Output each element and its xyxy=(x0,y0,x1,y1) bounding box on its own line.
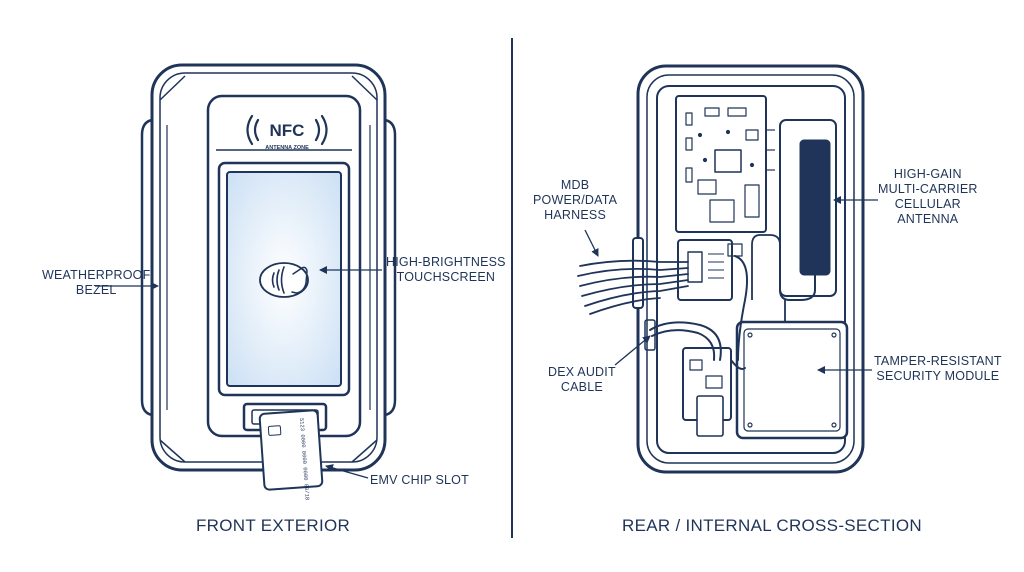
wire-harness-icon xyxy=(577,255,748,370)
circuit-board-icon xyxy=(675,95,775,437)
security-module-icon xyxy=(735,300,849,440)
dex-label-line-2: CABLE xyxy=(560,380,603,394)
dex-cable-label: DEX AUDIT CABLE xyxy=(548,365,616,395)
rear-leader-lines xyxy=(584,196,878,374)
mdb-harness-label: MDB POWER/DATA HARNESS xyxy=(533,178,617,223)
security-module-label: TAMPER-RESISTANT SECURITY MODULE xyxy=(874,354,1002,384)
emv-slot-label-line-1: EMV CHIP SLOT xyxy=(370,473,469,487)
antenna-label: HIGH-GAIN MULTI-CARRIER CELLULAR ANTENNA xyxy=(878,167,978,227)
antenna-label-line-3: CELLULAR xyxy=(894,197,961,211)
touchscreen-label-line-1: HIGH-BRIGHTNESS xyxy=(386,255,506,269)
security-label-line-1: TAMPER-RESISTANT xyxy=(874,354,1002,368)
antenna-icon xyxy=(751,119,837,301)
bezel-label-line-1: WEATHERPROOF xyxy=(42,268,151,282)
front-caption: FRONT EXTERIOR xyxy=(196,516,351,535)
bezel-label-line-2: BEZEL xyxy=(75,283,117,297)
nfc-logo-icon xyxy=(246,114,328,146)
touchscreen-label: HIGH-BRIGHTNESS TOUCHSCREEN xyxy=(386,255,506,285)
rear-caption: REAR / INTERNAL CROSS-SECTION xyxy=(622,516,922,535)
emv-slot-label: EMV CHIP SLOT xyxy=(370,473,469,488)
contactless-payment-icon xyxy=(259,262,309,298)
touchscreen-label-line-2: TOUCHSCREEN xyxy=(396,270,496,284)
mdb-label-line-3: HARNESS xyxy=(544,208,607,222)
nfc-antenna-zone-label: ANTENNA ZONE xyxy=(265,145,309,151)
antenna-label-line-4: ANTENNA xyxy=(897,212,959,226)
security-label-line-2: SECURITY MODULE xyxy=(876,369,1000,383)
mdb-label-line-2: POWER/DATA xyxy=(533,193,618,207)
dex-label-line-1: DEX AUDIT xyxy=(548,365,616,379)
front-leader-lines xyxy=(95,266,382,479)
nfc-logo-text: NFC xyxy=(270,121,305,140)
mdb-label-line-1: MDB xyxy=(560,178,590,192)
antenna-label-line-1: HIGH-GAIN xyxy=(893,167,962,181)
antenna-label-line-2: MULTI-CARRIER xyxy=(878,182,978,196)
payment-card-icon xyxy=(258,409,324,491)
bezel-label: WEATHERPROOF BEZEL xyxy=(42,268,150,298)
